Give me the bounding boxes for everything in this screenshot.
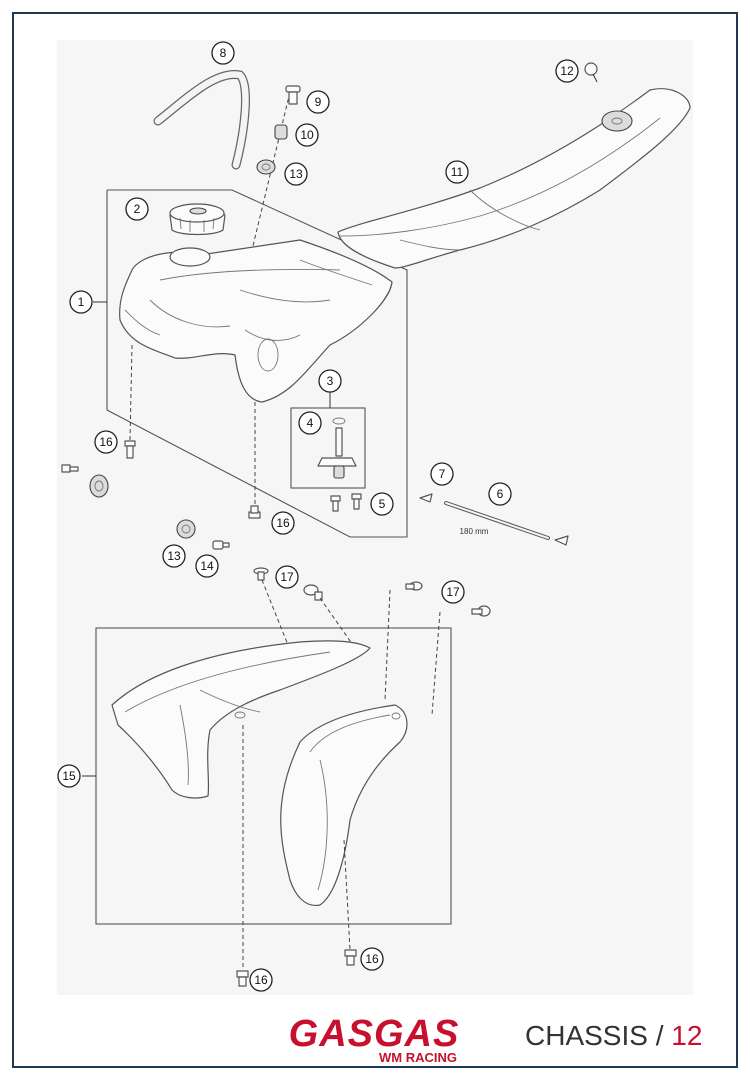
loose-screw-left (61, 464, 79, 473)
screw-17-c-axis (384, 589, 391, 701)
callout-9: 9 (306, 90, 330, 114)
svg-text:10: 10 (300, 128, 314, 142)
svg-text:13: 13 (289, 167, 303, 181)
callout-16-tank-right: 16 (271, 511, 295, 535)
fuel-hose-inner (154, 71, 249, 169)
svg-text:15: 15 (62, 769, 76, 783)
callout-8: 8 (211, 41, 235, 65)
callout-4: 4 (298, 411, 322, 435)
fuel-tap-box (290, 407, 366, 489)
svg-text:6: 6 (497, 487, 504, 501)
screw-16-tank-left (124, 440, 136, 459)
screw-17-d (471, 605, 491, 617)
seat (337, 88, 691, 269)
screw-17-c (405, 581, 423, 591)
bushing-13-bottom (176, 519, 196, 539)
callout-17-left: 17 (275, 565, 299, 589)
callout-3: 3 (318, 369, 342, 393)
svg-text:16: 16 (99, 435, 113, 449)
callout-13-top: 13 (284, 162, 308, 186)
washer-10 (274, 124, 288, 140)
rod-length-label: 180 mm (460, 527, 489, 536)
diagram-background (57, 40, 693, 995)
callout-12: 12 (555, 59, 579, 83)
callout-16-bottom-left: 16 (249, 968, 273, 992)
svg-text:16: 16 (254, 973, 268, 987)
svg-text:7: 7 (439, 467, 446, 481)
callout-7: 7 (430, 462, 454, 486)
gasgas-logo: GASGAS WM RACING (289, 1016, 460, 1064)
svg-text:17: 17 (280, 570, 294, 584)
svg-text:16: 16 (365, 952, 379, 966)
svg-text:9: 9 (315, 95, 322, 109)
svg-text:1: 1 (78, 295, 85, 309)
callout-10: 10 (295, 123, 319, 147)
callout-13-bottom: 13 (162, 544, 186, 568)
svg-text:13: 13 (167, 549, 181, 563)
callout-17-right: 17 (441, 580, 465, 604)
bushing-13-top (256, 159, 276, 175)
screw-17-a-axis (261, 579, 291, 651)
section-label: CHASSIS / (525, 1020, 672, 1051)
svg-text:5: 5 (379, 497, 386, 511)
screw-17-b (303, 584, 323, 601)
page-number: 12 (671, 1020, 703, 1051)
screws-5 (330, 493, 362, 512)
svg-text:2: 2 (134, 202, 141, 216)
svg-text:8: 8 (220, 46, 227, 60)
svg-text:12: 12 (560, 64, 574, 78)
screw-16-axis-right (343, 839, 351, 951)
screw-16-tank-right (248, 505, 261, 519)
seat-rod-inner (445, 502, 549, 539)
svg-text:4: 4 (307, 416, 314, 430)
screw-16-bottom-left (236, 970, 249, 987)
screw-16-bottom-right (344, 949, 357, 966)
callout-11: 11 (445, 160, 469, 184)
side-panel-right (280, 704, 408, 907)
callout-16-bottom-right: 16 (360, 947, 384, 971)
svg-text:17: 17 (446, 585, 460, 599)
screw-9 (285, 85, 301, 105)
callout-15: 15 (57, 764, 81, 788)
svg-text:3: 3 (327, 374, 334, 388)
callout-16-tank-left: 16 (94, 430, 118, 454)
callout-5: 5 (370, 492, 394, 516)
logo-subtitle: WM RACING (379, 1050, 457, 1064)
screw-17-a (253, 567, 269, 581)
svg-text:11: 11 (451, 165, 464, 179)
bushing-left (89, 474, 109, 498)
fuel-cap (169, 203, 226, 236)
radiator-shroud-left (111, 640, 371, 799)
clip-7-left (419, 493, 433, 503)
svg-text:14: 14 (200, 559, 214, 573)
callout-6: 6 (488, 482, 512, 506)
callout-1: 1 (69, 290, 93, 314)
callout-2: 2 (125, 197, 149, 221)
screw-17-d-axis (431, 611, 441, 716)
screw-14 (212, 540, 230, 550)
fuel-tap (317, 427, 357, 479)
screw-17-b-axis (319, 597, 356, 649)
callout-14: 14 (195, 554, 219, 578)
o-ring (332, 417, 346, 425)
section-title: CHASSIS / 12 (525, 1020, 702, 1052)
logo-wordmark: GASGAS (289, 1016, 460, 1055)
tank-group-box (106, 189, 408, 538)
svg-text:16: 16 (276, 516, 290, 530)
fastener-12 (584, 62, 598, 83)
clip-7-right (554, 535, 569, 546)
fuel-tank (119, 239, 393, 403)
tank-screw-axis-left (129, 344, 133, 441)
